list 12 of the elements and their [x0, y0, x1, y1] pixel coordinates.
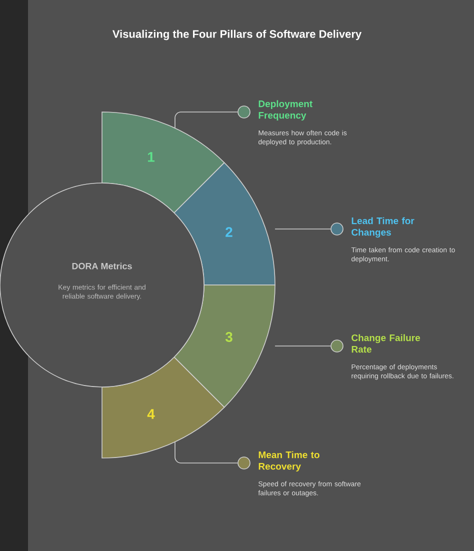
- metric-heading: Deployment Frequency: [258, 100, 312, 121]
- metric-heading: Mean Time to Recovery: [258, 451, 320, 472]
- ring-segment: 3: [174, 284, 276, 408]
- connector-line: [274, 228, 331, 230]
- metric-heading: Lead Time for Changes: [352, 217, 414, 238]
- connector-line: [174, 112, 238, 129]
- ring-segment: 1: [102, 112, 225, 214]
- ring-segment: 4: [102, 356, 225, 458]
- metric-heading: Change Failure Rate: [352, 334, 420, 353]
- connector-line: [174, 441, 238, 464]
- ring-segment: 2: [174, 162, 276, 286]
- title: Visualizing the Four Pillars of Software Delivery: [112, 30, 362, 40]
